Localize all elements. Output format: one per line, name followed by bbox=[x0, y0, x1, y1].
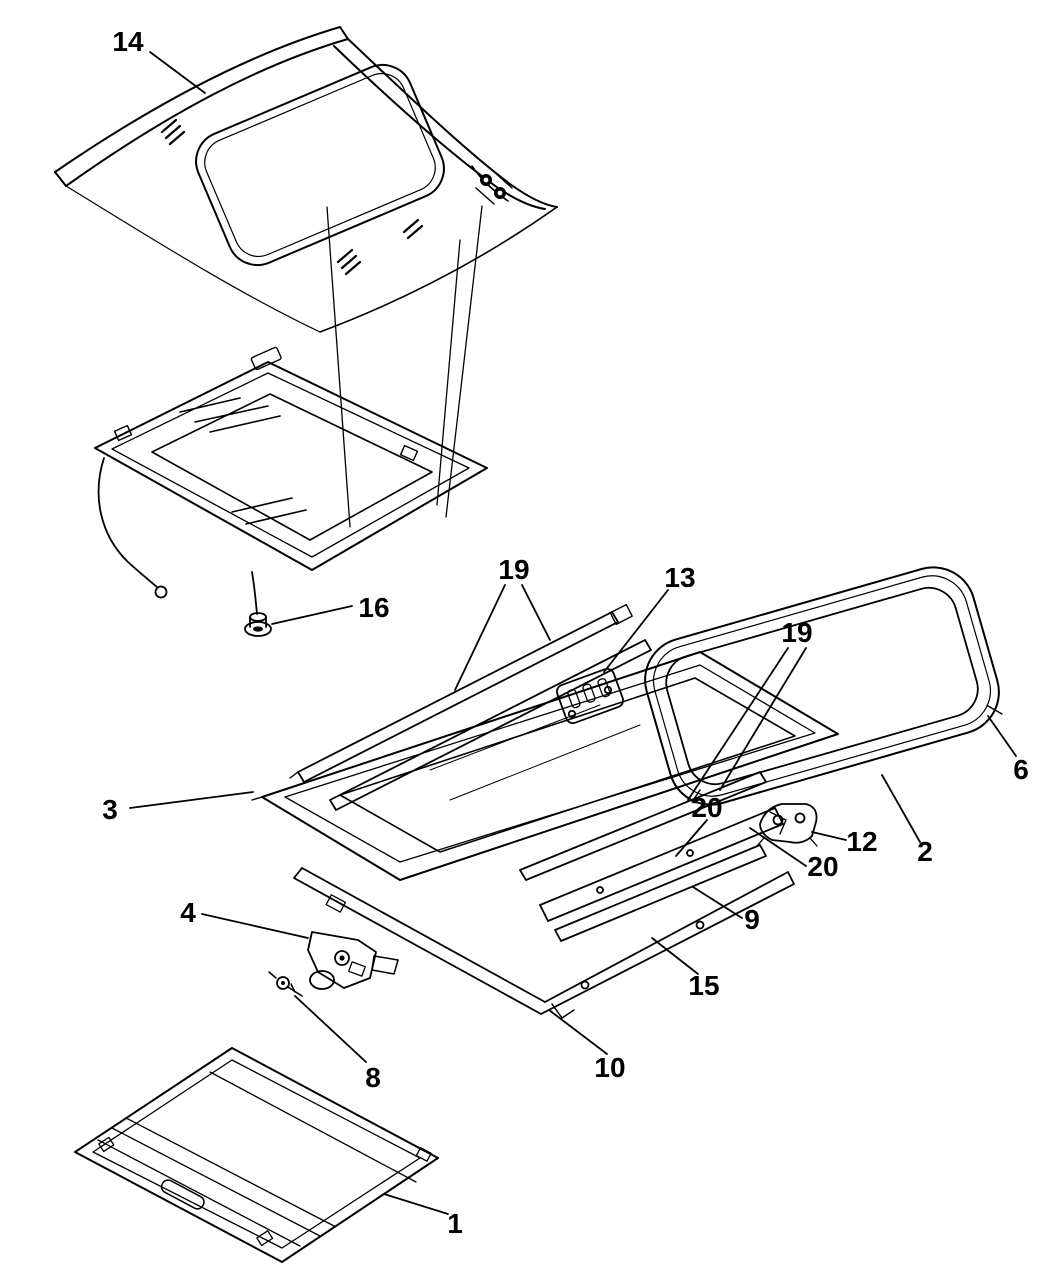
callout-part-13: 13 bbox=[664, 562, 696, 593]
bracket-12-drawing bbox=[757, 804, 817, 846]
callout-part-15: 15 bbox=[688, 970, 720, 1001]
callout-part-19-upper: 19 bbox=[498, 554, 530, 585]
callout-part-8: 8 bbox=[365, 1062, 381, 1093]
guide-rails-lower-drawing bbox=[520, 772, 786, 941]
screw-mark-icon bbox=[162, 120, 422, 274]
drain-grommet-icon bbox=[245, 613, 271, 636]
callout-part-9: 9 bbox=[744, 904, 760, 935]
leader-lines bbox=[130, 52, 1016, 1214]
glass-glare-lines bbox=[180, 398, 306, 524]
drain-tube-icon bbox=[99, 458, 257, 614]
center-frame-drawing bbox=[252, 652, 838, 880]
callout-part-10: 10 bbox=[594, 1052, 626, 1083]
callout-part-20-b: 20 bbox=[807, 851, 839, 882]
sunroof-module-drawing bbox=[95, 347, 487, 636]
callout-part-3: 3 bbox=[102, 794, 118, 825]
glass-panel-drawing bbox=[635, 557, 1009, 814]
callout-part-2: 2 bbox=[917, 836, 933, 867]
hinge-plate-drawing bbox=[555, 667, 625, 725]
roof-panel-drawing bbox=[55, 27, 557, 332]
motor-assembly-drawing bbox=[269, 932, 398, 996]
callout-part-19-lower: 19 bbox=[781, 617, 813, 648]
callout-part-14: 14 bbox=[112, 26, 144, 57]
front-channel-drawing bbox=[294, 868, 794, 1018]
callout-part-1: 1 bbox=[447, 1208, 463, 1239]
projection-lines bbox=[327, 206, 482, 527]
callout-part-6: 6 bbox=[1013, 754, 1029, 785]
screw-8-icon bbox=[269, 972, 302, 996]
guide-rails-upper-drawing bbox=[290, 605, 651, 810]
callout-part-20-a: 20 bbox=[691, 792, 723, 823]
sunshade-fold-lines bbox=[98, 1072, 416, 1246]
callout-part-12: 12 bbox=[846, 826, 878, 857]
callout-part-4: 4 bbox=[180, 897, 196, 928]
sunshade-drawing bbox=[75, 1048, 438, 1262]
roof-hinge-bolts-icon bbox=[472, 166, 512, 204]
callout-part-16: 16 bbox=[358, 592, 390, 623]
